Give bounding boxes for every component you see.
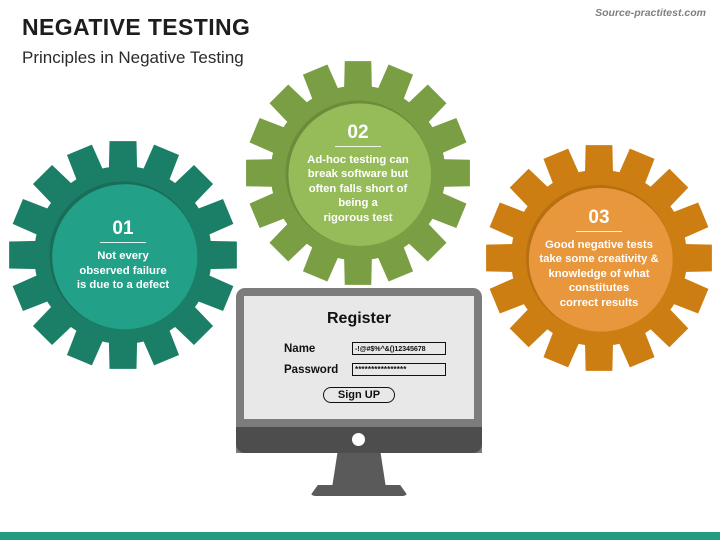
gear-card-01: 01 Not every observed failure is due to … [6, 138, 240, 372]
register-form-title: Register [326, 310, 392, 327]
monitor-illustration: Register Name Password Sign UP [236, 288, 482, 500]
gear-shape-03 [486, 145, 712, 371]
monitor-stand-base [310, 485, 408, 496]
page-title: NEGATIVE TESTING [22, 14, 251, 40]
gear-card-03: 03 Good negative tests take some creativ… [483, 142, 715, 374]
footer-accent-bar [0, 532, 720, 540]
name-input[interactable] [352, 342, 446, 355]
monitor-bezel: Register Name Password Sign UP [236, 288, 482, 453]
monitor-screen: Register Name Password Sign UP [244, 296, 474, 419]
form-row-name: Name [284, 342, 446, 355]
form-row-password: Password [284, 363, 446, 376]
monitor-power-dot-icon [352, 433, 365, 446]
page-subtitle: Principles in Negative Testing [22, 48, 244, 67]
password-input[interactable] [352, 363, 446, 376]
gear-card-02: 02 Ad-hoc testing can break software but… [243, 58, 473, 288]
name-label: Name [284, 342, 316, 355]
sign-up-button[interactable]: Sign UP [323, 387, 395, 403]
monitor-stand-neck [332, 453, 386, 488]
gear-shape-01 [9, 141, 237, 369]
password-label: Password [284, 363, 339, 376]
gear-shape-02 [246, 61, 470, 285]
source-watermark: Source-practitest.com [595, 7, 706, 19]
